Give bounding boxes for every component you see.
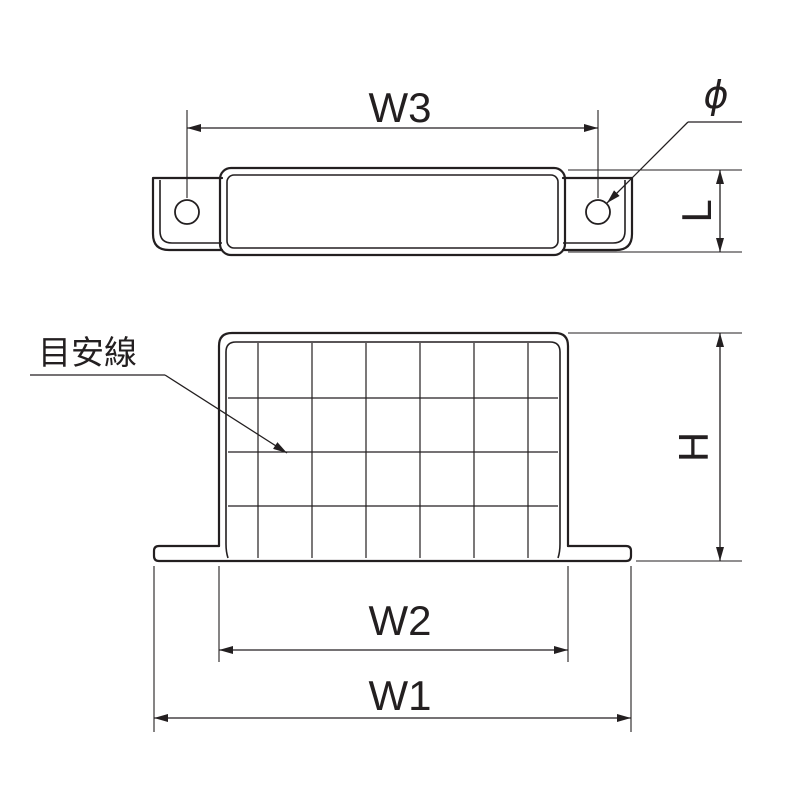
top-view-right-tab-inner: [563, 180, 626, 244]
top-view-left-tab-inner: [159, 180, 222, 244]
w3-dimension: W3: [186, 84, 599, 198]
mark-line-label: 目安線: [38, 333, 137, 372]
top-view-right-tab: [561, 176, 634, 252]
h-label: H: [670, 432, 717, 462]
l-label: L: [673, 199, 720, 222]
guide-grid: [228, 343, 558, 558]
top-view-body: [218, 166, 567, 257]
w2-label: W2: [369, 597, 432, 644]
w2-dimension: W2: [218, 566, 569, 662]
phi-leader-arrow: [606, 121, 689, 204]
top-view-body-inner: [226, 174, 559, 249]
right-mounting-hole: [585, 199, 611, 225]
h-dimension: H: [568, 332, 742, 562]
top-view: [151, 166, 634, 257]
left-mounting-hole: [174, 199, 200, 225]
mark-line-leader-arrow: [164, 374, 288, 454]
phi-label: ϕ: [703, 73, 728, 117]
front-view-base-flanges: [152, 544, 633, 563]
w1-dimension: W1: [153, 566, 632, 732]
mark-line-callout: 目安線: [30, 333, 288, 454]
l-dimension: L: [568, 169, 742, 253]
front-view-outer-wall: [217, 331, 570, 548]
top-view-left-tab: [151, 176, 224, 252]
w1-label: W1: [369, 672, 432, 719]
w3-label: W3: [369, 84, 432, 131]
phi-callout: ϕ: [606, 73, 742, 204]
front-view-inner-wall: [225, 341, 561, 559]
front-view: [152, 331, 633, 563]
